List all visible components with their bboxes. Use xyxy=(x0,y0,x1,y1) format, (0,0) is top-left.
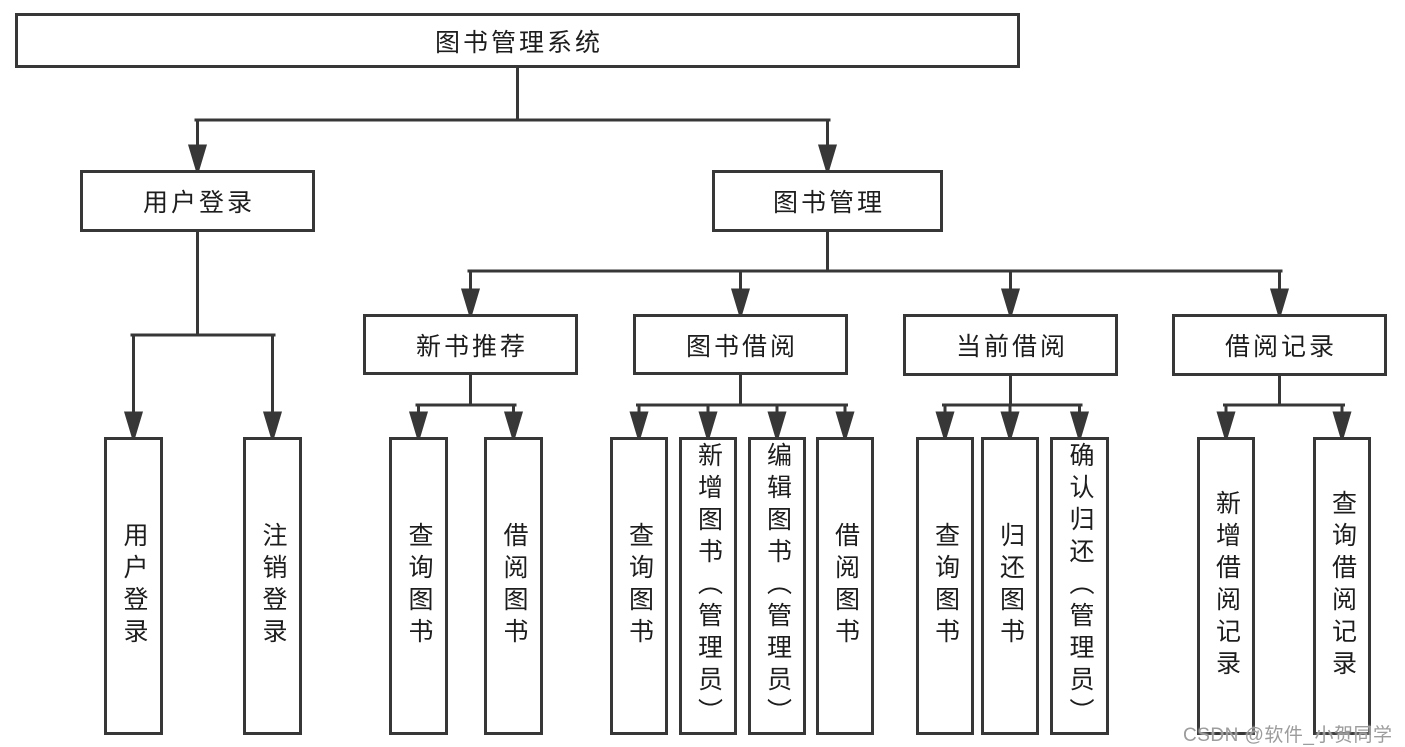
diagram-node-ul-login: 用户登录 xyxy=(104,437,163,735)
diagram-node-label: 借阅图书 xyxy=(500,522,528,650)
diagram-node-nb-borrow: 借阅图书 xyxy=(484,437,543,735)
diagram-node-current-borrow: 当前借阅 xyxy=(903,314,1118,376)
diagram-node-ul-logout: 注销登录 xyxy=(243,437,302,735)
diagram-node-label: 查询图书 xyxy=(931,522,960,650)
diagram-node-label: 查询图书 xyxy=(625,522,654,650)
diagram-node-nb-query: 查询图书 xyxy=(389,437,448,735)
diagram-node-bb-query: 查询图书 xyxy=(610,437,668,735)
diagram-node-cb-query: 查询图书 xyxy=(916,437,974,735)
diagram-node-user-login: 用户登录 xyxy=(80,170,315,232)
diagram-node-label: 借阅记录 xyxy=(1224,333,1337,361)
diagram-node-new-books: 新书推荐 xyxy=(363,314,578,375)
diagram-node-br-add: 新增借阅记录 xyxy=(1197,437,1255,735)
diagram-node-label: 确认归还（管理员） xyxy=(1066,442,1094,730)
diagram-node-bb-add: 新增图书（管理员） xyxy=(679,437,737,735)
diagram-node-label: 归还图书 xyxy=(996,522,1025,650)
diagram-node-label: 用户登录 xyxy=(142,189,255,217)
diagram-node-cb-confirm: 确认归还（管理员） xyxy=(1050,437,1109,735)
diagram-node-label: 用户登录 xyxy=(120,522,148,650)
diagram-node-label: 新增借阅记录 xyxy=(1212,490,1241,682)
diagram-node-book-borrow: 图书借阅 xyxy=(633,314,848,375)
diagram-node-label: 查询图书 xyxy=(405,522,433,650)
diagram-node-borrow-records: 借阅记录 xyxy=(1172,314,1387,376)
diagram-node-br-query: 查询借阅记录 xyxy=(1313,437,1371,735)
diagram-node-label: 新增图书（管理员） xyxy=(694,442,723,730)
diagram-node-label: 新书推荐 xyxy=(415,332,528,361)
diagram-node-root: 图书管理系统 xyxy=(15,13,1020,68)
diagram-node-label: 借阅图书 xyxy=(831,522,860,650)
diagram-node-label: 注销登录 xyxy=(259,522,287,650)
diagram-node-book-mgmt: 图书管理 xyxy=(712,170,943,232)
diagram-node-label: 当前借阅 xyxy=(955,333,1068,361)
diagram-node-label: 编辑图书（管理员） xyxy=(763,442,792,730)
diagram-node-bb-borrow: 借阅图书 xyxy=(816,437,874,735)
diagram-node-label: 图书借阅 xyxy=(685,332,798,361)
diagram-node-label: 图书管理 xyxy=(772,189,885,217)
diagram-node-label: 图书管理系统 xyxy=(434,28,603,57)
diagram-node-label: 查询借阅记录 xyxy=(1328,490,1357,682)
diagram-node-bb-edit: 编辑图书（管理员） xyxy=(748,437,806,735)
diagram-node-cb-return: 归还图书 xyxy=(981,437,1039,735)
